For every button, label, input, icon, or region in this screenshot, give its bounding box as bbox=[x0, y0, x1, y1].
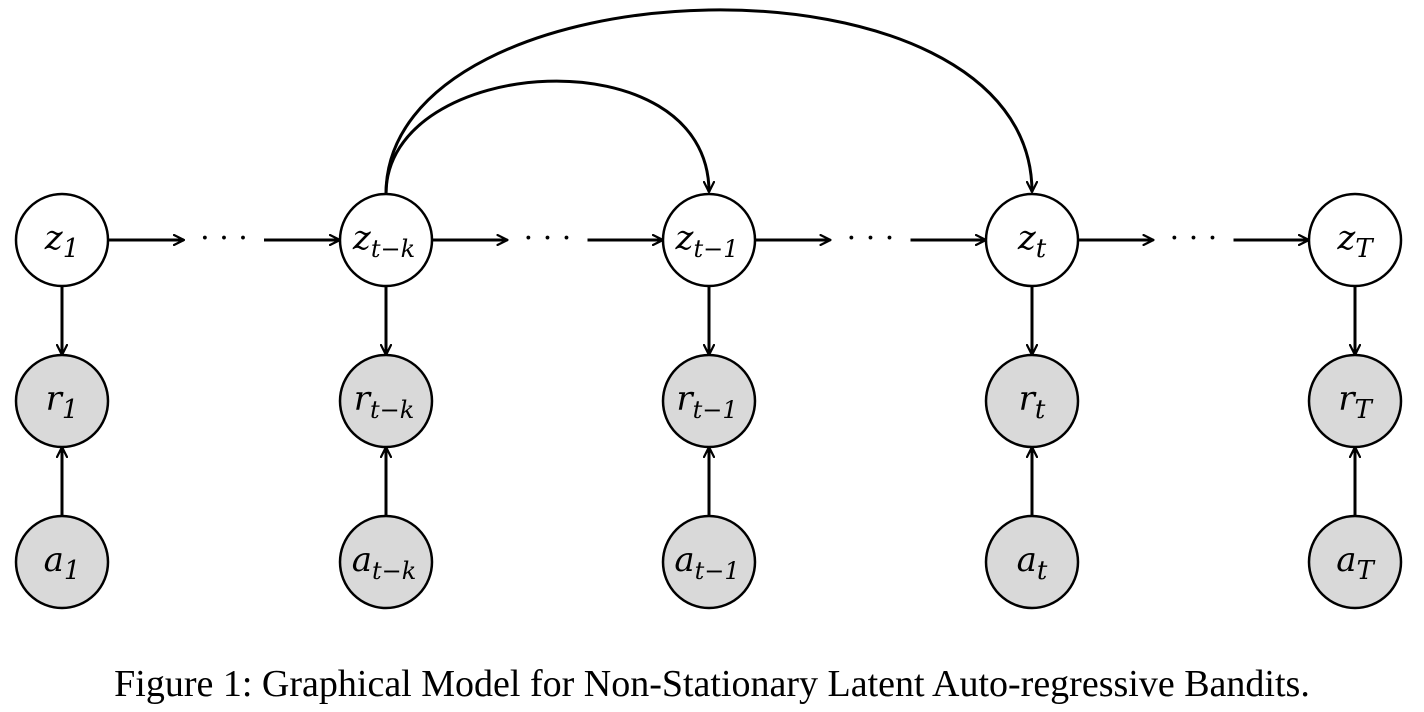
edge-zt-to-zT: · · · bbox=[1078, 221, 1309, 256]
node-label: z1 bbox=[44, 218, 79, 264]
ellipsis: · · · bbox=[200, 221, 248, 256]
node-label: aT bbox=[1336, 540, 1375, 586]
edge-zt1-to-zt: · · · bbox=[755, 221, 986, 256]
node-circle bbox=[1307, 192, 1403, 288]
node-label-subscript: T bbox=[1355, 234, 1374, 264]
node-label: zT bbox=[1336, 218, 1374, 264]
node-circle bbox=[338, 353, 434, 449]
node-label-base: r bbox=[1019, 379, 1037, 419]
node-label-base: r bbox=[354, 379, 372, 419]
node-atk: at−k bbox=[338, 514, 434, 610]
arc-ztk-to-zt1 bbox=[384, 79, 709, 195]
node-label-base: r bbox=[46, 379, 64, 419]
node-circle bbox=[338, 514, 434, 610]
node-rt1: rt−1 bbox=[661, 353, 757, 449]
node-label: at bbox=[1017, 540, 1048, 586]
node-label: r1 bbox=[46, 379, 79, 425]
node-label-subscript: t−k bbox=[372, 557, 416, 585]
node-circle bbox=[984, 353, 1080, 449]
node-label: rT bbox=[1338, 379, 1373, 425]
ellipsis: · · · bbox=[847, 221, 895, 256]
node-z1: z1 bbox=[14, 192, 110, 288]
node-label-base: z bbox=[44, 218, 64, 258]
node-circle bbox=[14, 192, 110, 288]
node-label-subscript: 1 bbox=[62, 395, 79, 425]
node-label-base: a bbox=[1336, 540, 1356, 580]
node-label-subscript: t−1 bbox=[693, 396, 738, 424]
node-label: zt bbox=[1017, 218, 1047, 264]
node-label: a1 bbox=[44, 540, 81, 586]
node-aT: aT bbox=[1307, 514, 1403, 610]
node-circle bbox=[14, 514, 110, 610]
node-label-base: z bbox=[1017, 218, 1037, 258]
node-r1: r1 bbox=[14, 353, 110, 449]
node-label-base: a bbox=[1017, 540, 1037, 580]
node-label-subscript: t−k bbox=[371, 235, 415, 263]
node-circle bbox=[984, 192, 1080, 288]
node-label-subscript: 1 bbox=[64, 556, 81, 586]
node-circle bbox=[984, 514, 1080, 610]
node-label-subscript: t bbox=[1036, 234, 1047, 264]
node-circle bbox=[661, 353, 757, 449]
node-label-base: a bbox=[44, 540, 64, 580]
node-label-subscript: t−1 bbox=[695, 557, 740, 585]
node-label: rt−1 bbox=[676, 379, 737, 424]
node-label-subscript: t bbox=[1035, 395, 1046, 425]
node-label-base: r bbox=[676, 379, 694, 419]
node-circle bbox=[1307, 353, 1403, 449]
node-a1: a1 bbox=[14, 514, 110, 610]
node-circle bbox=[661, 514, 757, 610]
node-label: at−k bbox=[352, 540, 417, 585]
node-label-base: a bbox=[674, 540, 694, 580]
node-label: at−1 bbox=[674, 540, 739, 585]
node-label-subscript: T bbox=[1356, 556, 1375, 586]
edge-z1-to-ztk: · · · bbox=[108, 221, 340, 256]
node-zT: zT bbox=[1307, 192, 1403, 288]
node-label-base: z bbox=[675, 218, 695, 258]
node-label-base: z bbox=[1336, 218, 1356, 258]
node-label-subscript: t bbox=[1037, 556, 1048, 586]
node-label-subscript: 1 bbox=[63, 234, 80, 264]
node-zt1: zt−1 bbox=[661, 192, 757, 288]
node-circle bbox=[1307, 514, 1403, 610]
edge-ztk-to-zt1: · · · bbox=[432, 221, 663, 256]
node-label: zt−1 bbox=[675, 218, 739, 263]
ellipsis: · · · bbox=[1170, 221, 1218, 256]
ellipsis: · · · bbox=[524, 221, 572, 256]
node-label-base: r bbox=[1338, 379, 1356, 419]
node-at: at bbox=[984, 514, 1080, 610]
node-label-subscript: t−1 bbox=[693, 235, 738, 263]
arc-ztk-to-zt bbox=[384, 8, 1032, 195]
node-label: rt−k bbox=[354, 379, 415, 424]
figure-caption: Figure 1: Graphical Model for Non-Statio… bbox=[114, 663, 1310, 705]
node-label: rt bbox=[1019, 379, 1046, 425]
node-circle bbox=[338, 192, 434, 288]
node-at1: at−1 bbox=[661, 514, 757, 610]
node-circle bbox=[14, 353, 110, 449]
node-zt: zt bbox=[984, 192, 1080, 288]
node-rT: rT bbox=[1307, 353, 1403, 449]
node-label-base: z bbox=[352, 218, 372, 258]
node-ztk: zt−k bbox=[338, 192, 434, 288]
node-label-subscript: T bbox=[1354, 395, 1373, 425]
node-rtk: rt−k bbox=[338, 353, 434, 449]
node-label-base: a bbox=[352, 540, 372, 580]
node-label-subscript: t−k bbox=[370, 396, 414, 424]
node-rt: rt bbox=[984, 353, 1080, 449]
node-circle bbox=[661, 192, 757, 288]
node-label: zt−k bbox=[352, 218, 415, 263]
